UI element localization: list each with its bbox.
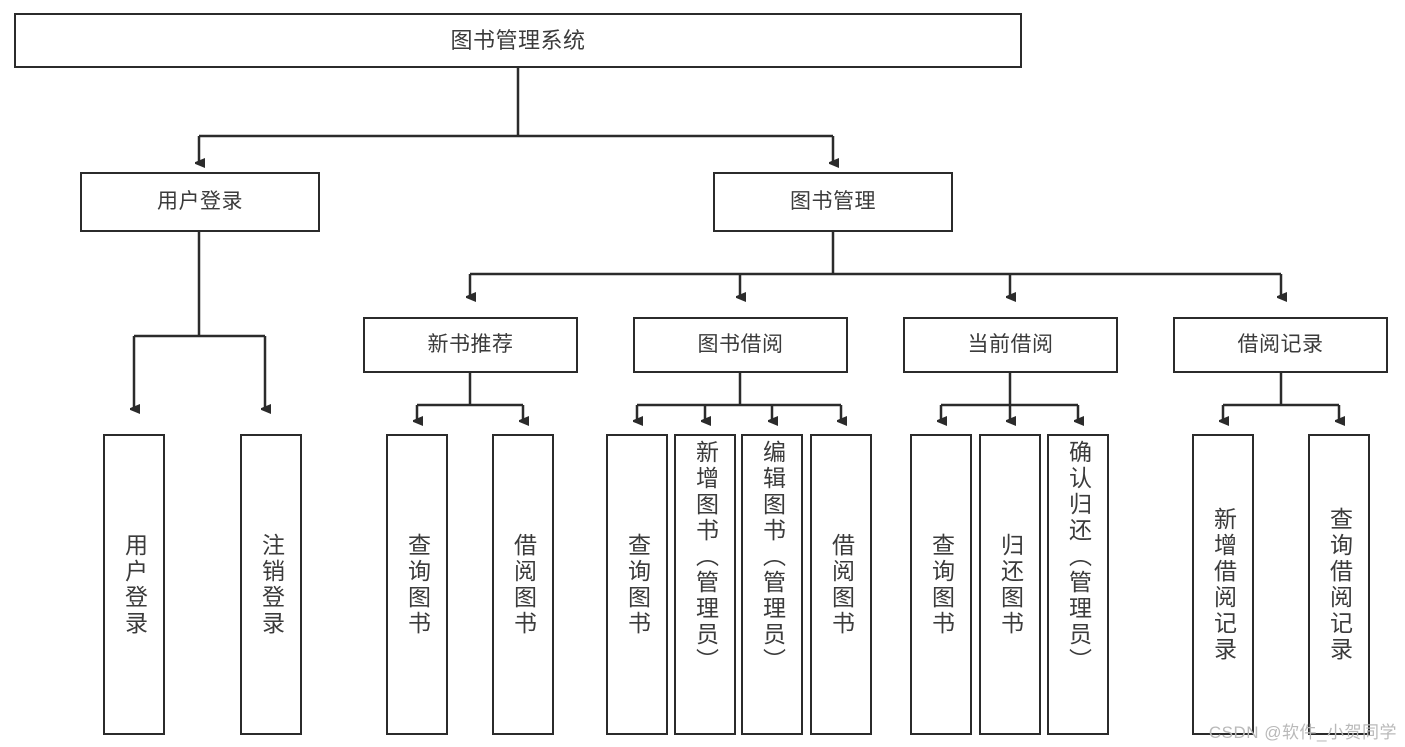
node-leaf-add-record[interactable]: 新增借阅记录: [1192, 434, 1254, 735]
node-book-borrow[interactable]: 图书借阅: [633, 317, 848, 373]
node-label: 查询图书: [928, 532, 955, 637]
node-label: 查询借阅记录: [1326, 506, 1353, 663]
node-leaf-confirm-return[interactable]: 确认归还（管理员）: [1047, 434, 1109, 735]
node-borrow-record[interactable]: 借阅记录: [1173, 317, 1388, 373]
node-label: 借阅记录: [1237, 332, 1324, 356]
node-leaf-borrow-book-2[interactable]: 借阅图书: [810, 434, 872, 735]
node-label: 查询图书: [624, 532, 651, 637]
node-leaf-edit-book[interactable]: 编辑图书（管理员）: [741, 434, 803, 735]
node-leaf-logout-login[interactable]: 注销登录: [240, 434, 302, 735]
node-leaf-query-book-1[interactable]: 查询图书: [386, 434, 448, 735]
node-label: 借阅图书: [510, 532, 537, 637]
node-leaf-add-book[interactable]: 新增图书（管理员）: [674, 434, 736, 735]
csdn-watermark: CSDN @软件_小贺同学: [1208, 723, 1397, 742]
node-leaf-user-login[interactable]: 用户登录: [103, 434, 165, 735]
node-current-borrow[interactable]: 当前借阅: [903, 317, 1118, 373]
node-leaf-query-record[interactable]: 查询借阅记录: [1308, 434, 1370, 735]
node-leaf-query-book-2[interactable]: 查询图书: [606, 434, 668, 735]
node-label: 图书管理: [790, 189, 876, 213]
node-root-system[interactable]: 图书管理系统: [14, 13, 1022, 68]
node-label: 当前借阅: [967, 332, 1054, 356]
node-leaf-return-book[interactable]: 归还图书: [979, 434, 1041, 735]
node-label: 查询图书: [404, 532, 431, 637]
node-label: 新书推荐: [427, 332, 514, 356]
node-label: 新增图书（管理员）: [692, 440, 719, 674]
node-book-manage[interactable]: 图书管理: [713, 172, 953, 232]
node-label: 确认归还（管理员）: [1065, 440, 1092, 674]
node-label: 新增借阅记录: [1210, 506, 1237, 663]
node-label: 用户登录: [121, 532, 148, 637]
node-label: 归还图书: [997, 532, 1024, 637]
node-new-book-recommend[interactable]: 新书推荐: [363, 317, 578, 373]
node-leaf-borrow-book-1[interactable]: 借阅图书: [492, 434, 554, 735]
node-label: 图书借阅: [697, 332, 784, 356]
node-label: 借阅图书: [828, 532, 855, 637]
node-label: 图书管理系统: [450, 27, 586, 53]
node-leaf-query-book-3[interactable]: 查询图书: [910, 434, 972, 735]
node-label: 用户登录: [157, 189, 243, 213]
node-label: 注销登录: [258, 532, 285, 637]
node-label: 编辑图书（管理员）: [759, 440, 786, 674]
node-user-login[interactable]: 用户登录: [80, 172, 320, 232]
